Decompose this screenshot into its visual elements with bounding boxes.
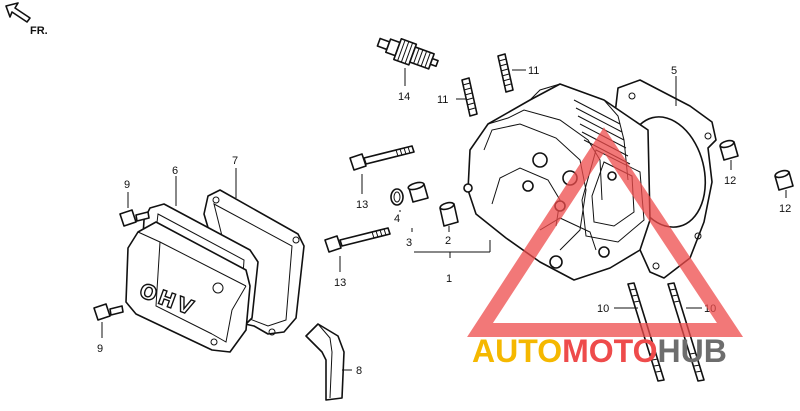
- callout-2: 2: [445, 235, 451, 247]
- callout-8: 8: [356, 365, 362, 377]
- callout-12-lower: 12: [779, 203, 791, 215]
- front-arrow-icon: [5, 2, 31, 23]
- stud-bolt-upper[interactable]: [497, 53, 514, 93]
- head-bolt-upper[interactable]: [349, 145, 415, 171]
- valve-guide-collar[interactable]: [407, 181, 429, 203]
- callout-7: 7: [232, 155, 238, 167]
- dowel-pin-2[interactable]: [439, 201, 459, 227]
- orientation-label: FR.: [30, 25, 48, 37]
- callout-12-upper: 12: [724, 175, 736, 187]
- o-ring[interactable]: [390, 188, 404, 206]
- watermark-part-hub: HUB: [657, 333, 726, 369]
- callout-9-lower: 9: [97, 343, 103, 355]
- dowel-pin-12-lower[interactable]: [774, 169, 794, 191]
- callout-1: 1: [446, 273, 452, 285]
- watermark-part-auto: AUTO: [472, 333, 562, 369]
- watermark-text: AUTOMOTOHUB: [472, 333, 727, 369]
- callout-11-lower: 11: [437, 94, 448, 106]
- callout-5: 5: [671, 65, 677, 77]
- cover-bolt-lower[interactable]: [93, 303, 124, 321]
- callout-9-upper: 9: [124, 179, 130, 191]
- callout-3: 3: [406, 237, 412, 249]
- stud-bolt-lower[interactable]: [461, 77, 478, 117]
- callout-4: 4: [394, 213, 400, 225]
- callout-14: 14: [398, 91, 410, 103]
- cover-bolt-upper[interactable]: [119, 209, 150, 227]
- watermark-logo: AUTOMOTOHUB: [467, 127, 744, 369]
- breather-tube[interactable]: [305, 323, 345, 401]
- callout-6: 6: [172, 165, 178, 177]
- head-bolt-lower[interactable]: [324, 227, 391, 253]
- callout-10-left: 10: [597, 303, 609, 315]
- watermark-part-moto: MOTO: [562, 333, 657, 369]
- cylinder-head[interactable]: [463, 83, 651, 281]
- callout-11-upper: 11: [528, 65, 539, 77]
- cylinder-head-cover[interactable]: [125, 221, 251, 353]
- callout-13-upper: 13: [356, 199, 368, 211]
- callout-13-lower: 13: [334, 277, 346, 289]
- spark-plug[interactable]: [375, 32, 441, 74]
- dowel-pin-12-upper[interactable]: [719, 139, 739, 161]
